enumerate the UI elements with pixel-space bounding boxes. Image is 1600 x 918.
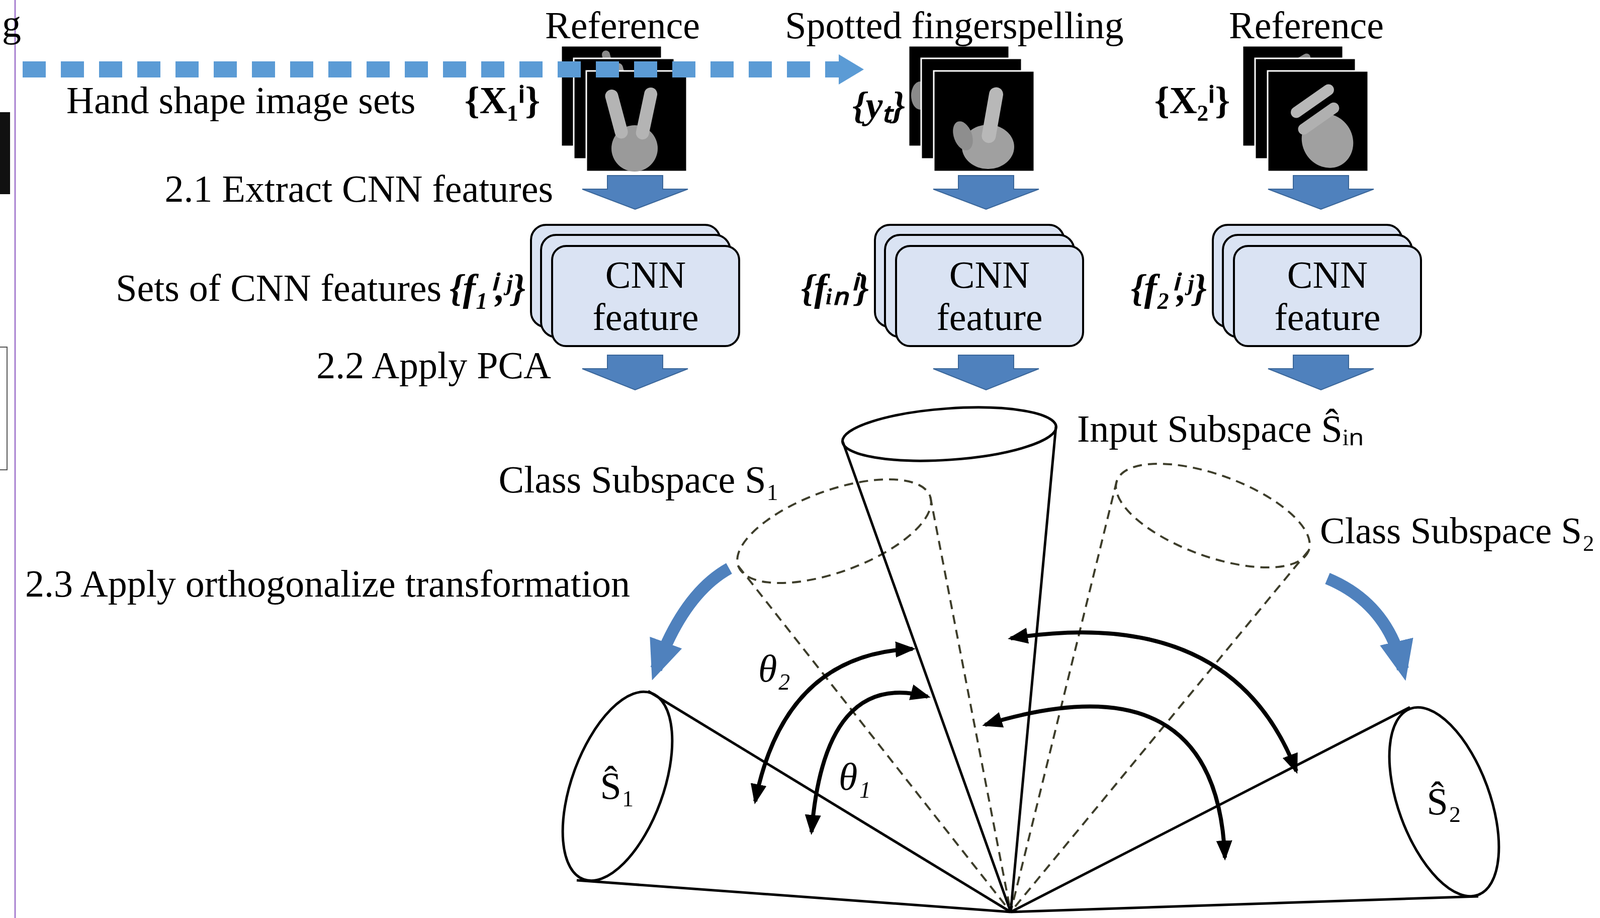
step-label: 2.1 Extract CNN features — [164, 166, 554, 211]
math-symbol: {f₂ⁱ,ʲ} — [1130, 265, 1207, 310]
row-label: Sets of CNN features — [115, 265, 442, 310]
math-symbol: {X₁ⁱ} — [464, 78, 541, 123]
feature-box: CNN feature — [551, 244, 741, 347]
cropped-frame — [0, 346, 8, 470]
subspace-label: Class Subspace S₂ — [1319, 509, 1595, 553]
cropped-image — [0, 112, 11, 195]
angle-arc — [755, 632, 1297, 858]
math-symbol: {f₁ⁱ,ʲ} — [449, 265, 526, 310]
node-text: Ŝ₂ — [1427, 780, 1462, 823]
hand-image-stack — [1242, 45, 1369, 178]
step-label: 2.3 Apply orthogonalize transformation — [25, 561, 631, 606]
node-text: CNN feature — [917, 253, 1062, 338]
column-heading: Spotted fingerspelling — [784, 3, 1124, 48]
subspace-label: Input Subspace Ŝᵢₙ — [1077, 406, 1365, 451]
hand-image-stack — [908, 45, 1035, 172]
angle-label: θ₂ — [758, 646, 791, 691]
subspace-ellipse: Ŝ₁ — [562, 682, 673, 890]
subspace-label: Class Subspace S₁ — [498, 457, 780, 502]
math-symbol: {fᵢₙⁱ} — [801, 265, 869, 310]
angle-label: θ₁ — [838, 754, 871, 799]
feature-box: CNN feature — [1232, 244, 1422, 347]
math-symbol: {yₜ} — [852, 83, 906, 128]
step-label: 2.2 Apply PCA — [316, 343, 552, 388]
cropped-text: g — [2, 2, 22, 46]
row-label: Hand shape image sets — [66, 78, 416, 123]
class-cone — [724, 441, 1323, 912]
node-text: CNN feature — [1255, 253, 1400, 338]
column-heading: Reference — [545, 3, 700, 48]
dashed-arrow-head — [838, 54, 864, 85]
node-text: CNN feature — [573, 253, 719, 338]
node-text: Ŝ₁ — [600, 764, 636, 808]
page-edge-line — [14, 0, 17, 918]
math-symbol: {X₂ⁱ} — [1154, 78, 1231, 123]
column-heading: Reference — [1228, 3, 1384, 48]
feature-box: CNN feature — [895, 244, 1085, 347]
dashed-arrow — [22, 61, 839, 78]
subspace-ellipse: Ŝ₂ — [1388, 698, 1500, 905]
